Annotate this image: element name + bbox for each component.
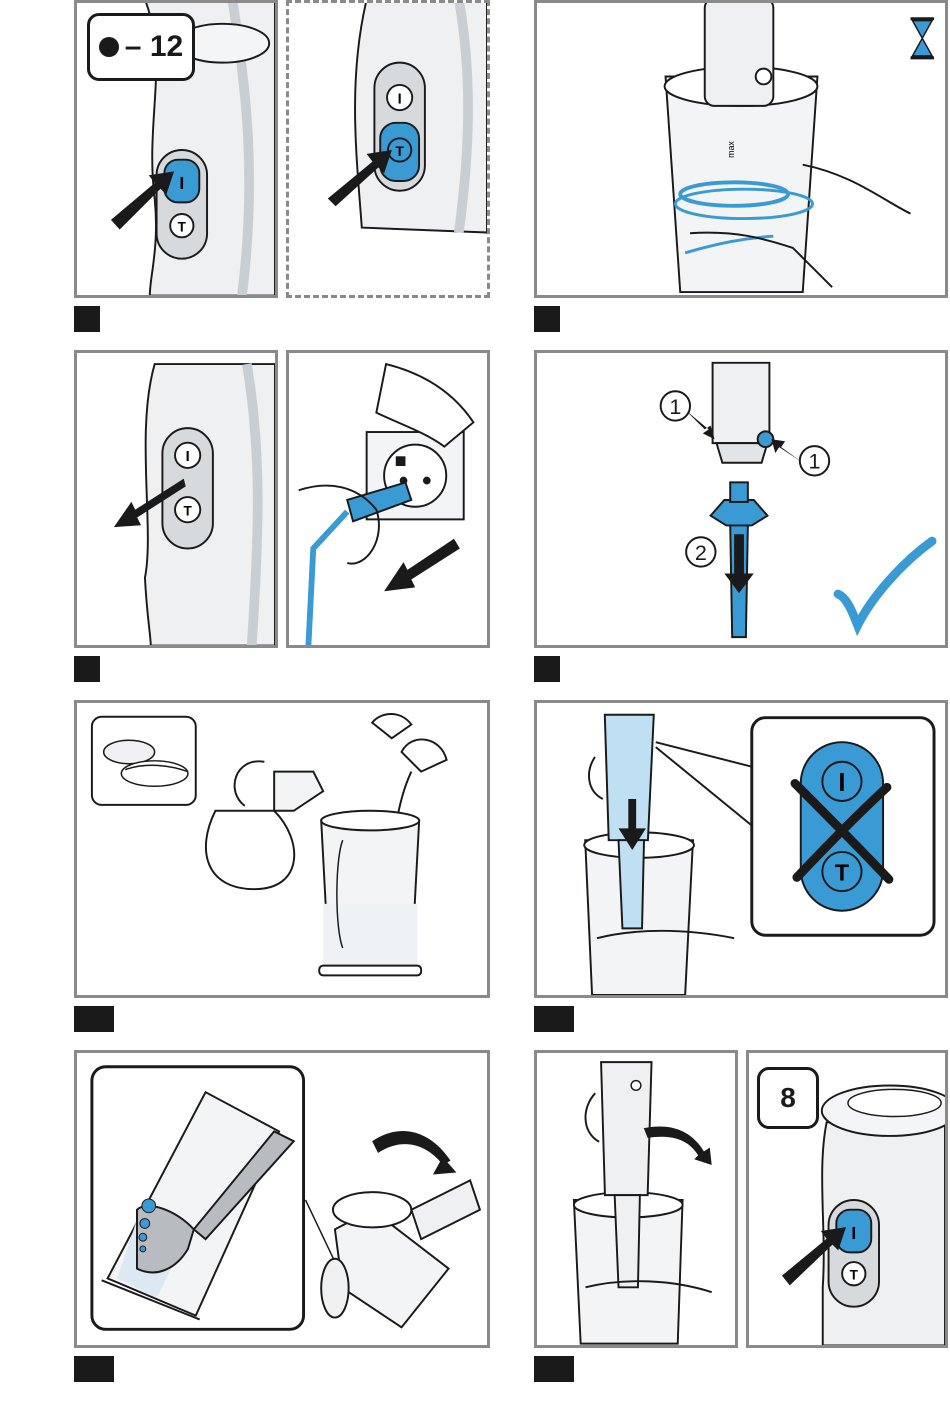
step-panel-unplug <box>286 350 490 648</box>
speed-range-label: – 12 <box>125 30 183 64</box>
step-number-tab <box>534 656 560 682</box>
tilt-cup-illustration <box>77 1053 487 1345</box>
speed-range-callout: – 12 <box>87 13 195 81</box>
svg-text:I: I <box>179 173 184 193</box>
ingredients-illustration <box>77 703 487 995</box>
step-panel-select-speed: I T 8 <box>746 1050 948 1348</box>
step-panel-reattach <box>534 1050 738 1348</box>
svg-text:I: I <box>398 91 402 107</box>
hourglass-icon <box>911 19 935 58</box>
step-panel-detach-shaft: 1 1 2 <box>534 350 948 648</box>
step-number-tab <box>534 1006 574 1032</box>
step-panel-tilt-cup <box>74 1050 490 1348</box>
speed-setting-callout: 8 <box>757 1067 819 1129</box>
svg-text:I: I <box>838 769 845 797</box>
marker-release-left: 1 <box>669 394 681 419</box>
speed-dot-icon <box>99 37 119 57</box>
checkmark-icon <box>838 541 932 625</box>
svg-text:T: T <box>850 1268 859 1283</box>
blender-turbo-illustration: I T <box>289 3 487 295</box>
marker-detach: 2 <box>695 540 707 565</box>
step-panel-insert-without-pressing: I T <box>534 700 948 998</box>
svg-text:T: T <box>395 144 404 159</box>
release-button-illustration: I T <box>77 353 275 645</box>
step-number-tab <box>74 1356 114 1382</box>
step-panel-release-button: I T <box>74 350 278 648</box>
cup-max-label: max <box>726 141 736 158</box>
step-number-tab <box>534 1356 574 1382</box>
step-number-tab <box>534 306 560 332</box>
svg-text:I: I <box>851 1223 856 1243</box>
step-number-tab <box>74 1006 114 1032</box>
step-panel-press-turbo: I T <box>286 0 490 298</box>
marker-release-right: 1 <box>808 449 820 474</box>
speed-setting-label: 8 <box>780 1082 796 1114</box>
svg-text:T: T <box>835 859 850 885</box>
blend-in-cup-illustration: max <box>537 3 945 295</box>
step-number-tab <box>74 306 100 332</box>
step-panel-press-on: I T – 12 <box>74 0 278 298</box>
detach-shaft-illustration: 1 1 2 <box>537 353 945 645</box>
svg-text:T: T <box>178 219 187 234</box>
svg-text:T: T <box>183 504 192 519</box>
insert-without-pressing-illustration: I T <box>537 703 945 995</box>
svg-text:I: I <box>186 449 190 465</box>
step-panel-blend-in-cup: max <box>534 0 948 298</box>
step-panel-add-ingredients <box>74 700 490 998</box>
unplug-illustration <box>289 353 487 645</box>
reattach-illustration <box>537 1053 735 1345</box>
step-number-tab <box>74 656 100 682</box>
